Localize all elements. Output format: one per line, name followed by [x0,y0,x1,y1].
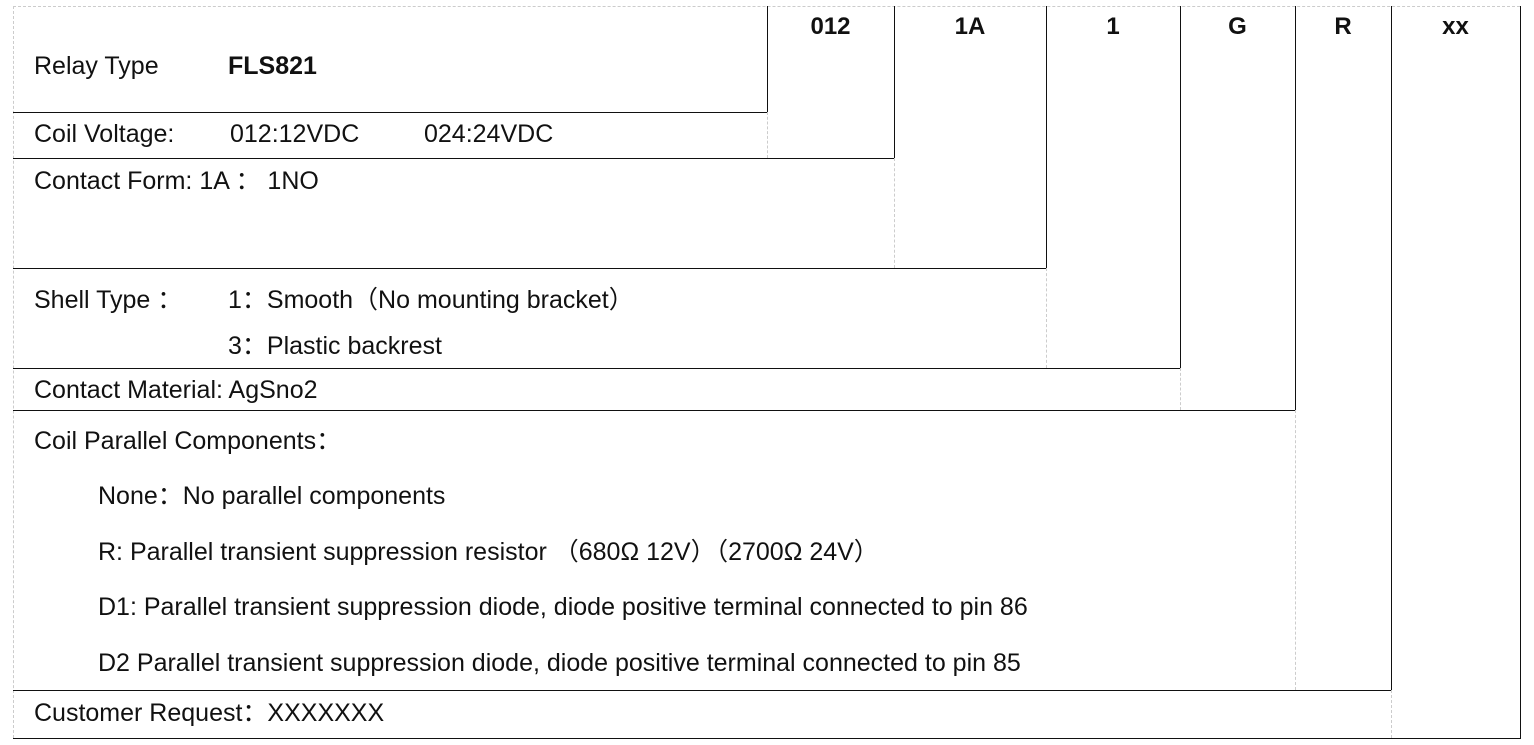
coil-parallel-option: D1: Parallel transient suppression diode… [98,593,1028,621]
relay-type-value: FLS821 [228,52,317,80]
customer-request: Customer Request：XXXXXXX [34,699,385,727]
code-customer-request: xx [1442,13,1469,40]
table-border-left [13,6,14,738]
divider [1295,410,1296,690]
code-coil-voltage: 012 [810,13,851,40]
divider [1391,6,1392,690]
coil-parallel-option: R: Parallel transient suppression resist… [98,538,879,566]
coil-voltage-option: 012:12VDC [230,120,360,148]
coil-voltage-label: Coil Voltage: [34,120,175,148]
table-border-right [1520,6,1521,739]
table-border-bottom [13,738,1521,739]
coil-parallel-option: D2 Parallel transient suppression diode,… [98,649,1021,677]
divider [894,6,895,158]
shell-type-option: 3：Plastic backrest [228,332,442,360]
divider [1295,6,1296,410]
coil-parallel-option: None：No parallel components [98,482,446,510]
divider [13,410,1296,411]
code-contact-form: 1A [954,13,986,40]
divider [1180,6,1181,368]
divider [767,6,768,112]
shell-type-label: Shell Type ： [34,286,183,314]
divider [13,158,895,159]
coil-voltage-option: 024:24VDC [424,120,554,148]
divider [1180,368,1181,410]
divider [1046,6,1047,268]
divider [767,112,768,158]
divider [1046,268,1047,368]
code-contact-material: G [1228,13,1247,40]
contact-form: Contact Form: 1A ： 1NO [34,167,319,195]
divider [13,690,1392,691]
divider [894,158,895,268]
divider [13,368,1181,369]
divider [1391,690,1392,738]
code-coil-parallel: R [1334,13,1352,40]
divider [13,268,1047,269]
table-border-top [13,6,1520,7]
code-shell-type: 1 [1106,13,1120,40]
divider [13,112,768,113]
contact-material: Contact Material: AgSno2 [34,376,318,404]
relay-type-label: Relay Type [34,52,159,80]
coil-parallel-label: Coil Parallel Components： [34,427,342,455]
shell-type-option: 1：Smooth（No mounting bracket） [228,286,634,314]
